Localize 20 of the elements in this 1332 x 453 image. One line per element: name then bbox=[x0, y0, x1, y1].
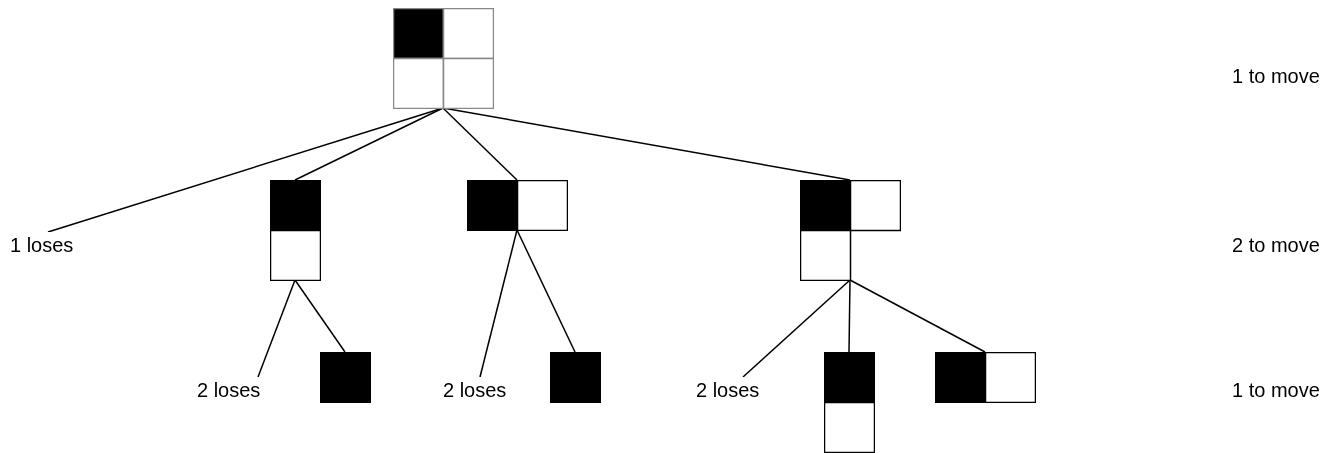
chomp-board-drawing bbox=[467, 180, 568, 231]
turn-label: 2 to move bbox=[1232, 233, 1320, 258]
tree-edge bbox=[848, 279, 851, 353]
chomp-board-drawing bbox=[935, 352, 1036, 403]
turn-label: 1 to move bbox=[1232, 64, 1320, 89]
chomp-board-drawing bbox=[393, 8, 494, 109]
chomp-board-drawing bbox=[320, 352, 371, 403]
tree-edge bbox=[742, 279, 851, 378]
tree-edge bbox=[294, 107, 444, 181]
tree-edge bbox=[479, 229, 518, 378]
chomp-board-drawing bbox=[550, 352, 601, 403]
chomp-board-drawing bbox=[824, 352, 875, 453]
chomp-board-drawing bbox=[800, 180, 901, 281]
tree-edge bbox=[294, 279, 346, 353]
tree-edge bbox=[442, 107, 518, 181]
chomp-board-drawing bbox=[270, 180, 321, 281]
tree-edge bbox=[849, 279, 986, 353]
turn-label: 1 to move bbox=[1232, 378, 1320, 403]
tree-edge bbox=[516, 229, 576, 353]
tree-edge bbox=[257, 279, 296, 378]
